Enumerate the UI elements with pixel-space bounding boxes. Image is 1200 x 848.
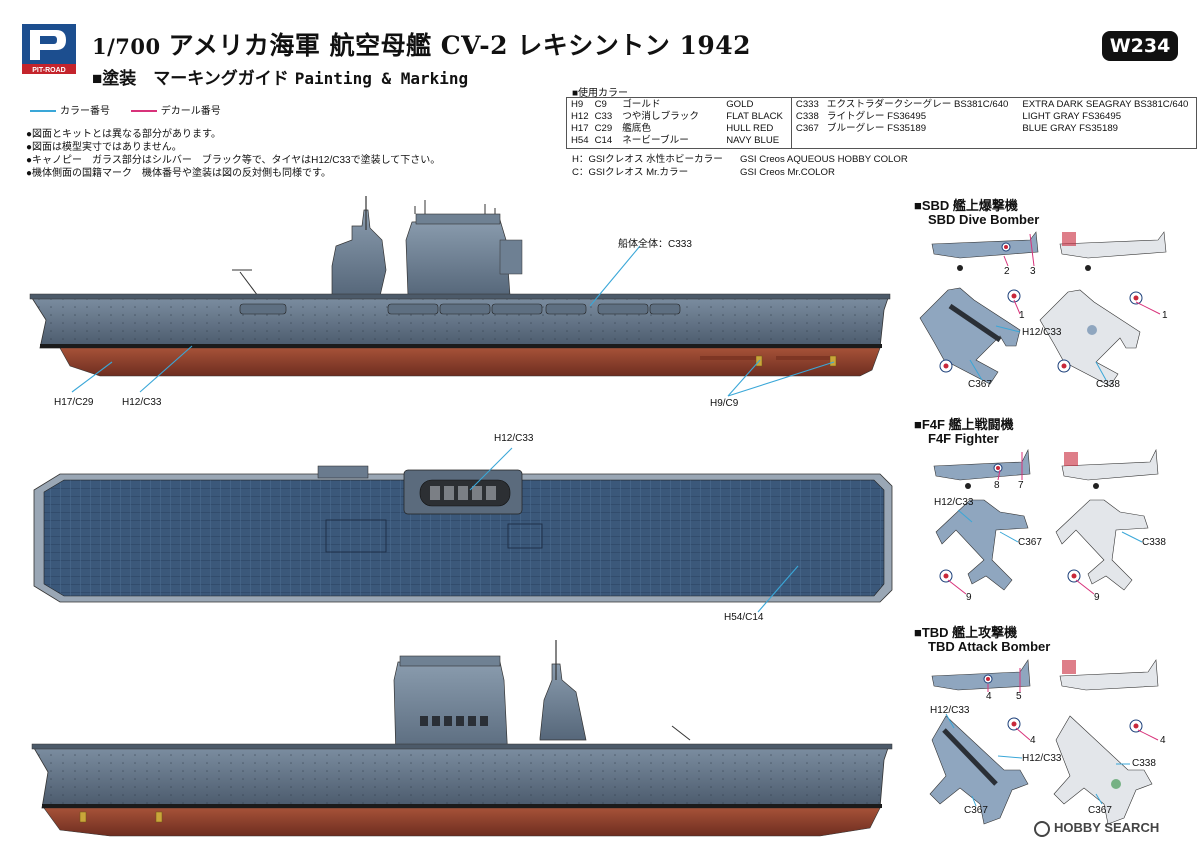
- sbd-heading-jp: ■SBD 艦上爆撃機: [914, 198, 1018, 213]
- callout-elevator: H12/C33: [494, 433, 534, 444]
- sbd-decal-1: 1: [1019, 310, 1025, 321]
- decal-line-swatch: [130, 110, 157, 113]
- f4f-decal-9: 9: [966, 592, 972, 603]
- sbd-label-black: H12/C33: [1022, 327, 1062, 338]
- boot-topping: [40, 344, 882, 348]
- sbd-decal-2: 2: [1004, 266, 1010, 277]
- tbd-decal-4: 4: [1160, 735, 1166, 746]
- tbd-top-blue: [929, 715, 1029, 825]
- ship-side-view-starboard: [29, 196, 891, 377]
- sbd-aircraft-group: [919, 231, 1167, 387]
- tbd-label-black: H12/C33: [930, 705, 970, 716]
- callout-hull-bottom: H17/C29: [54, 397, 94, 408]
- notes-list: ●図面とキットとは異なる部分があります。 ●図面は模型実寸ではありません。 ●キ…: [26, 128, 440, 180]
- title-text: アメリカ海軍 航空母艦 CV-2 レキシントン 1942: [168, 31, 752, 60]
- tbd-side-blue: [931, 659, 1031, 691]
- f4f-side-light: [1061, 448, 1159, 489]
- sbd-decal-1: 1: [1162, 310, 1168, 321]
- f4f-label-light: C338: [1142, 537, 1166, 548]
- hull-bottom: [43, 807, 881, 837]
- f4f-label-blue: C367: [1018, 537, 1042, 548]
- callout-boot-topping: H12/C33: [122, 397, 162, 408]
- decal-leaders: [947, 233, 1161, 741]
- product-code-badge: W234: [1102, 31, 1178, 61]
- callout-hull-whole: 船体全体：C333: [618, 239, 692, 250]
- tbd-heading-jp: ■TBD 艦上攻撃機: [914, 625, 1018, 640]
- subtitle-en: Painting & Marking: [294, 69, 469, 88]
- tbd-top-light: [1053, 715, 1153, 825]
- tbd-side-light: [1059, 659, 1159, 691]
- propellers: [79, 811, 163, 823]
- tbd-decal-5: 5: [1016, 691, 1022, 702]
- bridge-tower: [539, 663, 587, 741]
- callouts-side-top: [71, 245, 835, 397]
- tbd-aircraft-group: [929, 659, 1159, 825]
- tbd-heading-en: TBD Attack Bomber: [928, 639, 1051, 654]
- bridge-tower: [331, 209, 387, 297]
- tbd-label-blue: C367: [964, 805, 988, 816]
- f4f-side-blue: [933, 448, 1031, 489]
- line-legend: カラー番号 デカール番号: [30, 102, 221, 117]
- brand-text: PIT-ROAD: [32, 67, 65, 74]
- flight-deck-edge: [31, 743, 893, 750]
- watermark-icon: [1034, 820, 1050, 837]
- sbd-label-light: C338: [1096, 379, 1120, 390]
- f4f-decal-8: 8: [994, 480, 1000, 491]
- flight-deck: [43, 479, 885, 597]
- page-title: 1/700 アメリカ海軍 航空母艦 CV-2 レキシントン 1942: [92, 26, 751, 62]
- decal-line-label: デカール番号: [160, 106, 221, 117]
- tbd-label-blue-2: C367: [1088, 805, 1112, 816]
- f4f-heading-en: F4F Fighter: [928, 431, 999, 446]
- color-line-swatch: [30, 110, 56, 113]
- note-item: ●機体側面の国籍マーク 機体番号や塗装は図の反対側も同様です。: [26, 168, 332, 179]
- note-item: ●図面は模型実寸ではありません。: [26, 142, 182, 153]
- tbd-label-black: H12/C33: [1022, 753, 1062, 764]
- tbd-decal-4: 4: [986, 691, 992, 702]
- ship-deck-view: [33, 465, 893, 603]
- f4f-top-light: [1055, 499, 1149, 591]
- sbd-label-blue: C367: [968, 379, 992, 390]
- watermark: HOBBY SEARCH: [1034, 820, 1159, 837]
- flight-deck-edge: [29, 293, 891, 300]
- sbd-heading-en: SBD Dive Bomber: [928, 212, 1040, 227]
- tbd-label-light: C338: [1132, 758, 1156, 769]
- f4f-aircraft-group: [933, 448, 1159, 591]
- sbd-side-light: [1059, 231, 1167, 271]
- callout-propellers: H9/C9: [710, 398, 739, 409]
- note-item: ●図面とキットとは異なる部分があります。: [26, 129, 222, 140]
- color-leaders-aircraft: [945, 325, 1143, 807]
- sbd-top-light: [1039, 289, 1143, 387]
- f4f-heading-jp: ■F4F 艦上戦闘機: [914, 417, 1014, 432]
- note-item: ●キャノピー ガラス部分はシルバー ブラック等で、タイヤはH12/C33で塗装し…: [26, 155, 441, 166]
- scale-label: 1/700: [92, 34, 161, 59]
- color-line-label: カラー番号: [60, 106, 110, 117]
- page-subtitle: ■塗装 マーキングガイド Painting & Marking: [92, 64, 468, 89]
- paint-table-heading: ■使用カラー: [572, 88, 629, 99]
- pit-road-logo: PIT-ROAD: [22, 24, 76, 74]
- f4f-top-blue: [935, 499, 1029, 591]
- f4f-label-black: H12/C33: [934, 497, 974, 508]
- subtitle-jp: ■塗装 マーキングガイド: [92, 69, 289, 88]
- callout-deck: H54/C14: [724, 612, 764, 623]
- sbd-top-blue: [919, 287, 1021, 385]
- f4f-decal-7: 7: [1018, 480, 1024, 491]
- f4f-decal-9: 9: [1094, 592, 1100, 603]
- funnel: [405, 219, 511, 297]
- ship-side-view-port: [31, 640, 893, 837]
- callouts-deck: [469, 447, 799, 613]
- sbd-decal-3: 3: [1030, 266, 1036, 277]
- sbd-side-blue: [931, 231, 1039, 271]
- tbd-decal-4: 4: [1030, 735, 1036, 746]
- boot-topping: [42, 804, 882, 808]
